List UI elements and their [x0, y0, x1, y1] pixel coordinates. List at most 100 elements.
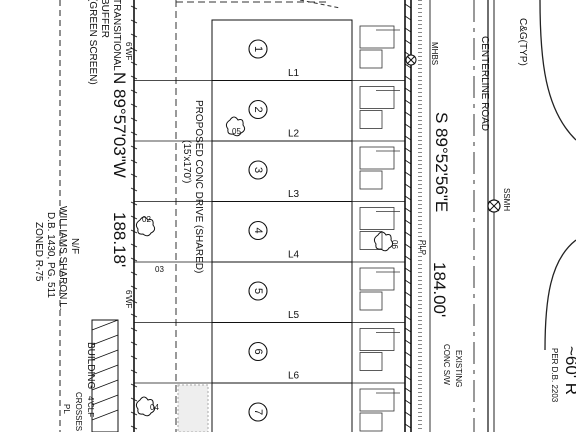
fence-tick: [404, 363, 412, 369]
driveway-stub: [359, 207, 395, 230]
buffer-label-3: (GREEN SCREEN): [87, 0, 98, 85]
fence-tick: [404, 327, 412, 333]
tree-marker: [135, 216, 156, 237]
fence-tick: [130, 313, 138, 318]
tree-label: 02: [142, 215, 151, 224]
lot-number: 4: [252, 227, 264, 233]
driveway-stub: [359, 352, 383, 371]
fence-tick: [404, 279, 412, 285]
proposed-drive-label: PROPOSED CONC DRIVE (SHARED): [193, 100, 204, 273]
wf-label-bottom: 6'WF: [124, 290, 133, 309]
lot-line-label: L5: [288, 310, 300, 321]
crosses-label: CROSSES: [74, 392, 83, 431]
fence-tick: [404, 111, 412, 117]
fence-tick: [130, 285, 138, 290]
owner-deed: D.B. 1430, PG. 511: [45, 212, 56, 298]
west-distance-label: 188.18': [110, 212, 129, 267]
fence-tick: [130, 19, 138, 24]
fence-tick: [404, 87, 412, 93]
east-distance-label: 184.00': [430, 262, 449, 317]
fence-tick: [404, 315, 412, 321]
curb-return-bottom: [544, 239, 576, 351]
fence-tick: [130, 355, 138, 360]
tree-marker: [225, 116, 246, 137]
fence-tick: [404, 39, 412, 45]
curb-return-top: [539, 0, 576, 141]
fence-tick: [130, 187, 138, 192]
tree-label: 03: [155, 265, 164, 274]
fence-tick: [130, 327, 138, 332]
fence-tick: [130, 5, 138, 10]
fence-tick: [404, 27, 412, 33]
mhbs-symbol: [405, 54, 417, 66]
fence-tick: [130, 397, 138, 402]
lot-line-label: L4: [288, 250, 300, 261]
tree-marker: [373, 231, 394, 252]
fence-tick: [404, 387, 412, 393]
lot-rect: [211, 261, 353, 323]
existing-sw-1: EXISTING: [454, 350, 463, 387]
fence-tick: [404, 99, 412, 105]
lot-rect: [211, 140, 353, 202]
lot-number-circle: [248, 220, 268, 241]
driveway-stub: [359, 86, 395, 109]
fence-tick: [130, 159, 138, 164]
lot-rect: [211, 201, 353, 263]
fence-tick: [130, 173, 138, 178]
lot-line-label: L6: [288, 371, 300, 382]
driveway-stub: [359, 267, 395, 291]
fence-tick: [404, 411, 412, 417]
pl-label: PL: [62, 404, 71, 414]
fence-tick: [404, 291, 412, 297]
lot-rect: [211, 322, 353, 384]
driveway-stub: [359, 231, 383, 250]
driveway-stub: [359, 25, 395, 49]
fence-tick: [130, 229, 138, 234]
row-width-label: ~60' R: [562, 346, 576, 395]
existing-sw-2: CONC S/W: [442, 344, 451, 385]
centerline-label: CENTERLINE ROAD: [479, 36, 490, 131]
fence-tick: [404, 147, 412, 153]
fence-tick: [404, 339, 412, 345]
lot-number-circle: [248, 402, 268, 422]
fence-tick: [404, 267, 412, 273]
fence-tick: [404, 423, 412, 429]
lot-number: 2: [252, 106, 264, 112]
driveway-stub: [359, 110, 383, 129]
fence-tick: [130, 145, 138, 150]
fence-tick: [130, 47, 138, 52]
fence-tick: [130, 131, 138, 136]
fence-tick: [404, 375, 412, 381]
plp-label: PLP: [418, 240, 427, 255]
owner-name: WILLIAMS SHARON L.: [57, 206, 68, 310]
driveway-stubs: [359, 25, 400, 432]
building-label: BUILDING: [85, 342, 96, 389]
fence-tick: [404, 123, 412, 129]
fence-tick: [130, 117, 138, 122]
fence-tick: [130, 103, 138, 108]
lot-line-label: L2: [288, 129, 300, 140]
fence-tick: [130, 341, 138, 346]
driveway-stub: [359, 291, 383, 311]
buffer-label-1: TRANSITIONAL: [111, 0, 122, 71]
fence-tick: [404, 3, 412, 9]
dotted-pad: [177, 384, 209, 432]
fence-tick: [130, 257, 138, 262]
lot-rect: [211, 19, 353, 81]
fence-tick: [130, 425, 138, 430]
fence-tick: [404, 255, 412, 261]
fence-ticks: [130, 3, 412, 430]
fence-tick: [130, 89, 138, 94]
driveway-stub: [359, 412, 383, 432]
tree-label: 06: [390, 240, 399, 249]
driveway-stub: [359, 49, 383, 69]
fence-tick: [130, 61, 138, 66]
fence-tick: [130, 33, 138, 38]
ssmh-label: SSMH: [502, 188, 511, 211]
fence-tick: [404, 399, 412, 405]
fence-tick: [404, 243, 412, 249]
east-bearing-label: S 89°52'56"E: [432, 112, 451, 212]
mhbs-label: MHBS: [430, 42, 439, 65]
lot-number-circle: [248, 281, 268, 301]
